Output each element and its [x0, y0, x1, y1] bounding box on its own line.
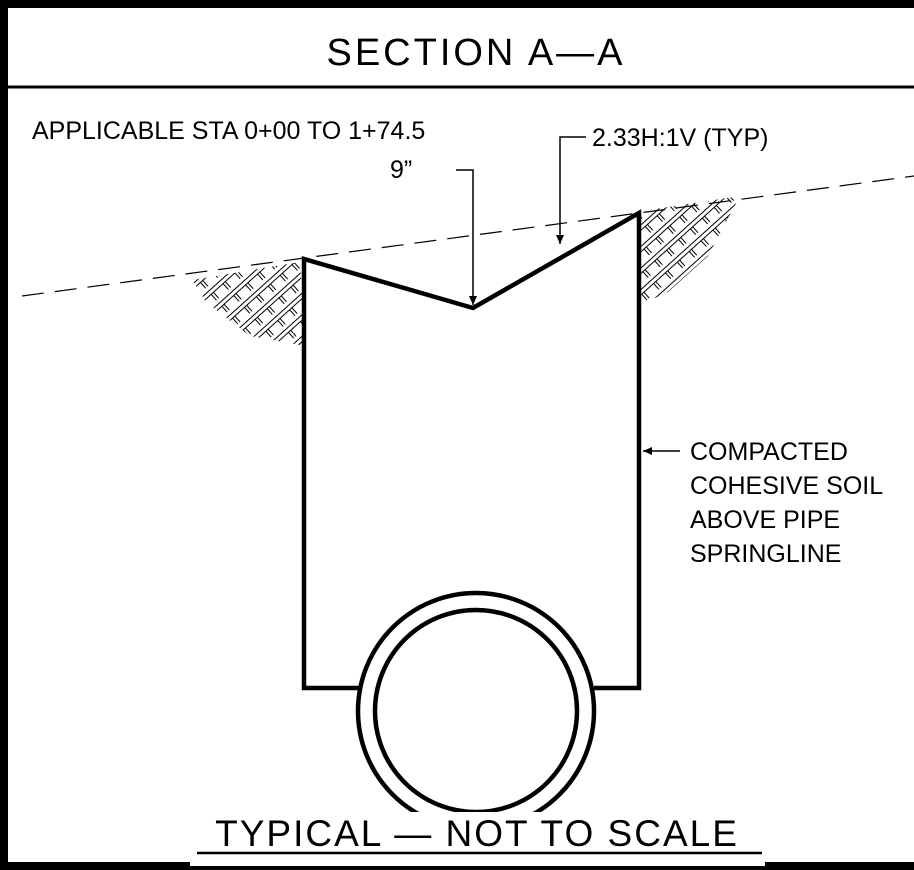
existing-ground-line: [21, 175, 914, 297]
depth-leader: [456, 169, 477, 305]
backfill-callout-line-1: COMPACTED: [690, 438, 848, 466]
slope-callout: 2.33H:1V (TYP): [592, 124, 768, 152]
soil-hatch-right: [636, 196, 740, 304]
pipe-outer-wall: [355, 590, 597, 832]
pipe-inner-wall: [372, 607, 580, 815]
footer-mask: [190, 812, 765, 866]
slope-leader: [556, 136, 586, 244]
backfill-callout-line-2: COHESIVE SOIL: [690, 472, 883, 500]
backfill-callout-line-4: SPRINGLINE: [690, 540, 841, 568]
backfill-callout-line-3: ABOVE PIPE: [690, 506, 840, 534]
applicable-station-note: APPLICABLE STA 0+00 TO 1+74.5: [32, 117, 425, 145]
soil-hatch-left: [192, 262, 306, 346]
trench-outline: [301, 209, 642, 691]
footer-note: TYPICAL — NOT TO SCALE: [215, 813, 739, 854]
depth-callout: 9”: [390, 156, 412, 184]
section-title: SECTION A—A: [326, 32, 625, 74]
